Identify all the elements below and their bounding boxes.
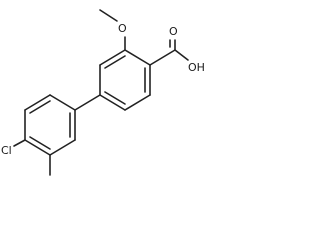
bonds: [13, 9, 189, 176]
methoxy-o-ch3-bond: [99, 9, 118, 22]
ring-a-bond-5: [99, 49, 126, 66]
ring-b-bond-2: [49, 139, 76, 156]
chemical-structure-diagram: O OH O Cl: [1, 9, 205, 176]
ring-a-bond-3: [99, 94, 126, 111]
carboxyl-c-bond: [149, 49, 176, 66]
ring-a-bond-5-inner: [104, 55, 126, 69]
carboxyl-o-double-label: O: [169, 25, 178, 38]
ring-a-bond-6: [124, 49, 151, 66]
methoxy-o-label: O: [118, 22, 127, 35]
ring-b-bond-3-inner: [29, 136, 51, 150]
carboxyl-oh-label: OH: [188, 61, 205, 74]
ring-b-bond-6: [49, 94, 76, 111]
chloro-bond: [13, 139, 26, 147]
ring-a-bond-2: [124, 94, 151, 111]
ring-b-bond-5-inner: [29, 100, 51, 114]
carboxyl-c-oh-bond: [174, 49, 189, 61]
biaryl-bond: [74, 94, 101, 111]
atom-labels: O OH O Cl: [1, 22, 205, 157]
ring-a-bond-3-inner: [104, 91, 126, 105]
ring-b-bond-3: [24, 139, 51, 156]
chloro-label: Cl: [1, 144, 12, 157]
ring-b-bond-5: [24, 94, 51, 111]
